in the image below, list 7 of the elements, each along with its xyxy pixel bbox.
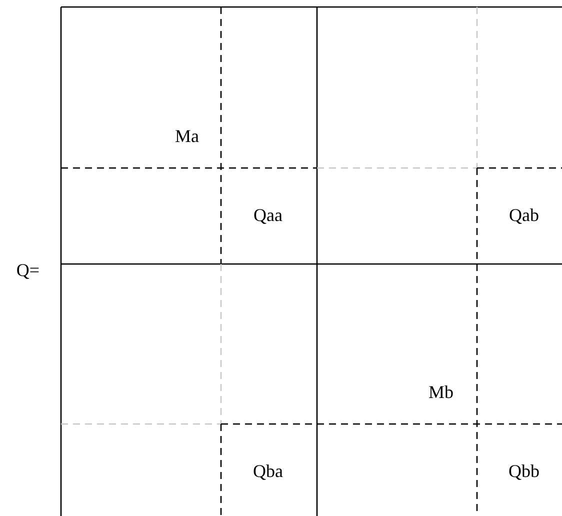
- block-label: Qab: [509, 206, 539, 224]
- block-label: Qbb: [508, 462, 540, 480]
- block-label: Qba: [253, 462, 283, 480]
- equation-label: Q=: [16, 261, 40, 279]
- block-label: Ma: [175, 127, 199, 145]
- block-label: Mb: [428, 383, 454, 401]
- block-label: Qaa: [254, 206, 282, 224]
